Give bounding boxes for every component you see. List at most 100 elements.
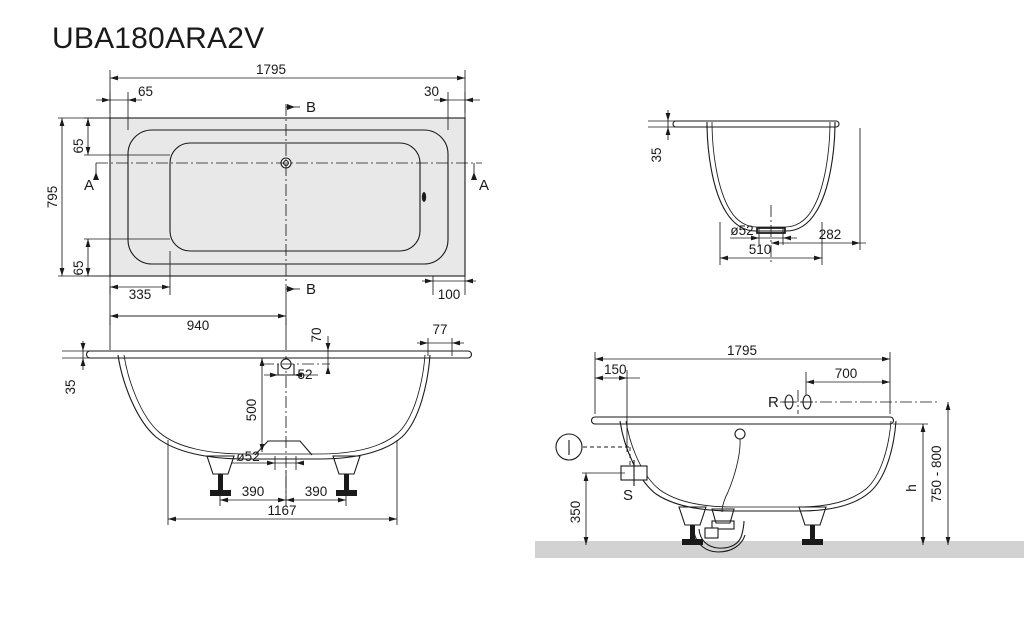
aa-arrow-70-t [325,343,331,351]
inst-arrow-750800-b [945,537,951,545]
inst-marker-label-r: R [768,394,779,411]
inst-arrow-750800-t [945,402,951,410]
dim-label-100: 100 [438,287,461,302]
section-bb-group: 35 ø52 510 282 [648,110,866,265]
inst-arrow-h-b [920,537,926,545]
inst-dim-label-750-800: 750 - 800 [929,445,944,502]
aa-dim-label-70: 70 [309,327,324,342]
dim-label-1795: 1795 [256,62,286,77]
arrow-795-bot [59,268,65,276]
arrow-65-left-2 [128,97,136,103]
plan-overflow-icon [421,192,427,202]
bb-arrow-35-bot [665,127,671,135]
inst-bowl-inner [625,420,892,508]
bb-dim-label-d52: ø52 [730,223,753,238]
inst-dim-label-350: 350 [568,501,583,524]
aa-dim-label-52: 52 [297,367,312,382]
bb-dim-label-35: 35 [649,147,664,162]
bb-arrow-35-top [665,113,671,121]
arrow-1795-left [110,75,118,81]
aa-dim-label-390-right: 390 [305,484,328,499]
inst-trap-box [704,527,719,539]
bb-arrow-d52-l [751,235,759,241]
arrow-65v-bot-2 [85,268,91,276]
arrow-65v-top-1 [85,118,91,126]
arrow-1795-right [457,75,465,81]
inst-leg-right [798,506,827,545]
inst-arrow-150-r [619,375,627,381]
dim-label-335: 335 [129,287,152,302]
floor-band [535,541,1024,558]
section-aa-group: 35 70 52 500 77 [62,315,473,525]
bb-arrow-510-r [814,255,822,261]
inst-arrow-350-b [583,537,589,545]
dim-label-65-top-h: 65 [138,84,153,99]
inst-arrow-350-t [583,473,589,481]
aa-dim-label-1167: 1167 [267,503,296,518]
inst-waste-pipe [698,520,745,549]
aa-arrow-390r-1 [286,497,294,503]
inst-dim-label-1795: 1795 [727,343,757,358]
section-arrow-b-bottom [287,286,295,292]
bb-drain [756,227,786,234]
aa-dim-label-35: 35 [63,379,78,394]
aa-arrow-52-l [270,372,278,378]
bb-arrow-510-l [720,255,728,261]
arrow-30-2 [465,97,473,103]
plan-view-group: 1795 65 30 795 [45,62,489,333]
plan-basin [169,142,421,252]
aa-arrow-d52-r [296,460,304,466]
inst-bowl-outer [619,420,897,512]
arrow-100-l [425,278,433,284]
inst-arrow-h-t [920,424,926,432]
inst-arrow-700-l [806,379,814,385]
section-label-b-top: B [306,99,316,116]
inst-arrow-1795-l [595,356,603,362]
aa-arrow-1167-l [168,516,176,522]
aa-bowl-outer [117,354,431,460]
aa-dim-label-390-left: 390 [242,484,265,499]
arrow-100-r [465,278,473,284]
dim-label-795: 795 [45,186,60,209]
aa-leg-left [206,455,235,496]
aa-arrow-70-b [325,366,331,374]
dim-label-65-top-v: 65 [71,138,86,153]
inst-overflow-icon [734,428,746,440]
arrow-65-left-1 [102,97,110,103]
bb-dim-label-510: 510 [749,242,772,257]
aa-arrow-77-r [452,340,460,346]
inst-dim-label-h: h [904,484,919,492]
section-label-b-bottom: B [306,281,316,298]
inst-rim-bar [590,416,895,425]
aa-rim-bar [85,350,473,359]
aa-arrow-390l-1 [220,497,228,503]
aa-leg-right [332,455,361,496]
bb-arrow-282-l [771,240,779,246]
arrow-65v-top-2 [85,147,91,155]
dim-label-65-bottom-v: 65 [71,260,86,275]
inst-dim-label-150: 150 [604,362,627,377]
inst-arrow-700-r [882,379,890,385]
aa-drain-pan [254,440,313,456]
section-label-a-right: A [479,177,489,194]
aa-dim-label-77: 77 [432,322,447,337]
aa-arrow-500-b [259,444,265,452]
aa-arrow-390r-2 [338,497,346,503]
bb-dim-label-282: 282 [819,227,842,242]
aa-arrow-500-t [259,358,265,366]
section-arrow-b-top [287,104,295,110]
inst-leg-left [678,506,707,545]
arrow-795-top [59,118,65,126]
arrow-65v-bot-1 [85,239,91,247]
dim-label-30: 30 [424,84,439,99]
inst-overflow-pipe [721,438,741,513]
inst-dim-label-700: 700 [835,366,858,381]
aa-arrow-d52-l [267,460,275,466]
arrow-335-l [110,284,118,290]
aa-arrow-52-r [294,372,302,378]
aa-arrow-35-t [80,343,86,351]
aa-arrow-35-b [80,358,86,366]
aa-bowl-inner [123,354,426,455]
